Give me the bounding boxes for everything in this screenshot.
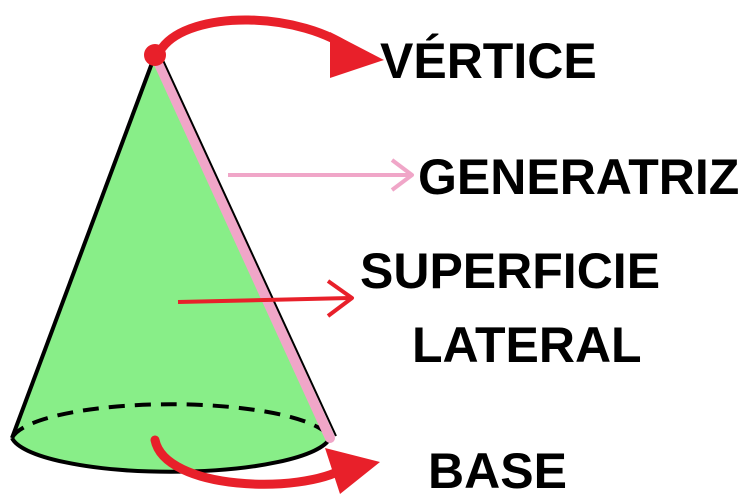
cone-left-edge [10,54,157,439]
vertex-arrow [157,15,360,57]
cone-lateral-surface [12,55,330,472]
lateral-surface-label-line2: LATERAL [412,317,642,373]
generatrix-line [150,50,335,443]
generatrix-arrowhead [390,158,414,192]
generatrix-label: GENERATRIZ [418,149,739,205]
lateral-surface-label-line1: SUPERFICIE [360,243,660,299]
base-label: BASE [428,443,567,499]
base-arrowhead [325,448,380,494]
base-arrow [150,435,350,489]
lateral-arrowhead [326,279,354,318]
vertex-arrowhead [330,32,384,78]
lateral-arrow [177,296,351,304]
vertex-label: VÉRTICE [380,33,597,89]
base-hidden-edge [10,402,332,439]
base-visible-edge [10,437,332,474]
generatrix-outline [161,57,337,437]
